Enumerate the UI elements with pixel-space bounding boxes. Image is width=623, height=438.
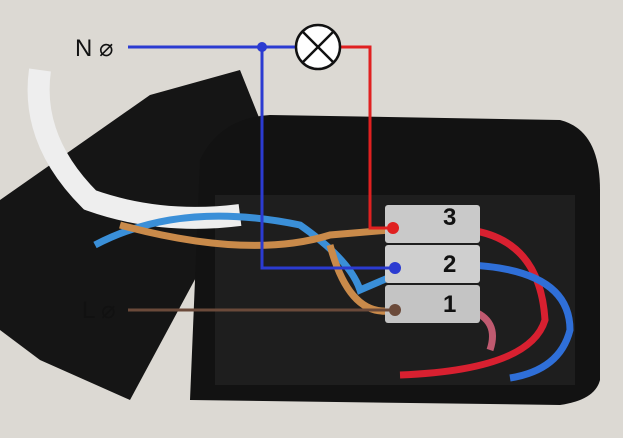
junction-box-lid [0, 70, 260, 400]
neutral-to-terminal-2 [260, 47, 395, 270]
terminal-2-label: 2 [443, 251, 456, 278]
neutral-label: N ⌀ [75, 35, 113, 62]
line-label: L ⌀ [82, 297, 116, 324]
terminal-3-dot [387, 222, 399, 234]
wire-red-photo [399, 226, 549, 379]
terminal-block: 3 2 1 [385, 204, 480, 323]
terminal-1-label: 1 [443, 291, 456, 318]
terminal-1-dot [389, 304, 401, 316]
terminal-2-dot [389, 262, 401, 274]
wire-blue-photo [93, 212, 397, 295]
lamp-icon [294, 23, 342, 71]
phase-lamp-wire [340, 45, 393, 230]
neutral-junction-dot [257, 42, 267, 52]
wire-blue-right-photo [469, 261, 574, 382]
terminal-3-label: 3 [443, 204, 456, 231]
